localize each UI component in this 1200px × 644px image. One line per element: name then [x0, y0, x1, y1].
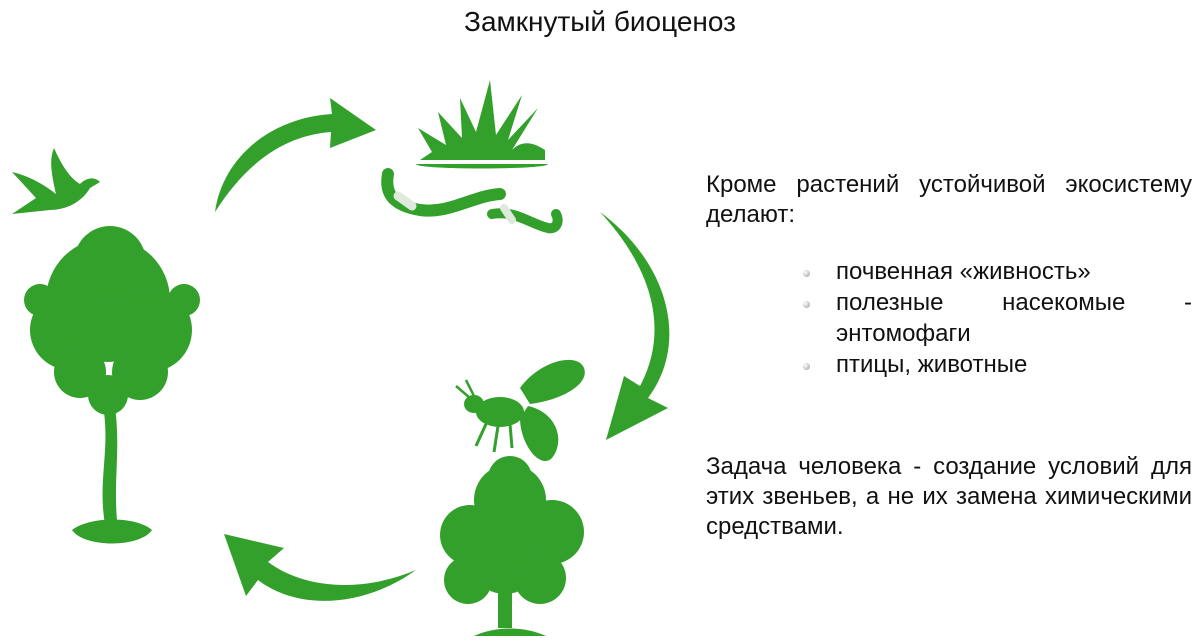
bird-icon [12, 148, 100, 214]
bullet-list: почвенная «живность» полезные насекомые … [800, 256, 1192, 380]
list-item: полезные насекомые - энтомофаги [800, 287, 1192, 349]
bullet-icon [803, 363, 810, 370]
task-text: Задача человека - создание условий для э… [706, 453, 1192, 540]
bullet-icon [803, 301, 810, 308]
list-item: почвенная «живность» [800, 256, 1192, 287]
bullet-text: полезные насекомые - энтомофаги [836, 289, 1192, 347]
grass-icon [416, 80, 548, 169]
list-item: птицы, животные [800, 349, 1192, 380]
arrow-right [600, 212, 670, 440]
page-title: Замкнутый биоценоз [464, 6, 736, 37]
worm-icon [381, 168, 563, 234]
tree-icon [24, 226, 200, 544]
arrow-bottom [224, 534, 416, 601]
intro-text: Кроме растений устойчивой экосистему дел… [706, 171, 1192, 228]
bullet-text: почвенная «живность» [836, 258, 1091, 285]
bush-icon [440, 456, 584, 636]
bullet-text: птицы, животные [836, 351, 1028, 378]
arrow-top [215, 98, 376, 212]
bee-icon [455, 359, 585, 462]
bullet-icon [803, 270, 810, 277]
